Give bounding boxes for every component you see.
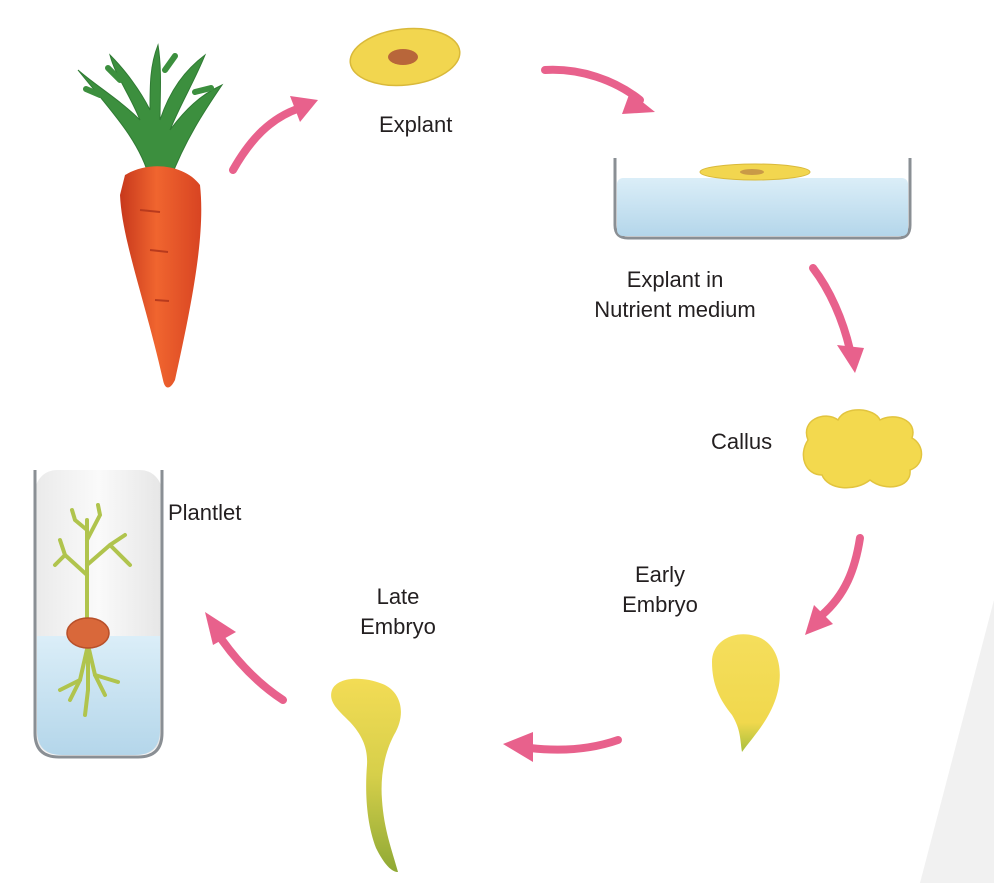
label-early-embryo-line1: Early <box>600 560 720 590</box>
label-early-embryo: Early Embryo <box>600 560 720 620</box>
early-embryo <box>712 634 780 752</box>
label-early-embryo-line2: Embryo <box>600 590 720 620</box>
petri-dish <box>615 158 910 238</box>
label-plantlet: Plantlet <box>168 498 241 528</box>
label-explant-in-nutrient-medium: Explant in Nutrient medium <box>555 265 795 325</box>
arrow-late-embryo-to-plantlet <box>205 612 283 700</box>
arrow-explant-to-dish <box>545 70 655 114</box>
label-explant-in-medium-line1: Explant in <box>555 265 795 295</box>
label-explant-in-medium-line2: Nutrient medium <box>555 295 795 325</box>
label-late-embryo: Late Embryo <box>338 582 458 642</box>
background-corner-shape <box>920 600 994 883</box>
label-callus: Callus <box>711 427 772 457</box>
callus-blob <box>803 410 921 488</box>
label-late-embryo-line2: Embryo <box>338 612 458 642</box>
arrow-early-to-late-embryo <box>503 732 618 762</box>
label-explant: Explant <box>379 110 452 140</box>
arrow-dish-to-callus <box>813 268 864 373</box>
late-embryo <box>331 679 401 872</box>
label-late-embryo-line1: Late <box>338 582 458 612</box>
arrow-carrot-to-explant <box>233 96 318 170</box>
carrot-illustration <box>78 45 222 388</box>
plantlet-bulb <box>67 618 109 648</box>
arrow-callus-to-early-embryo <box>805 538 860 635</box>
explant-disc <box>347 23 462 90</box>
